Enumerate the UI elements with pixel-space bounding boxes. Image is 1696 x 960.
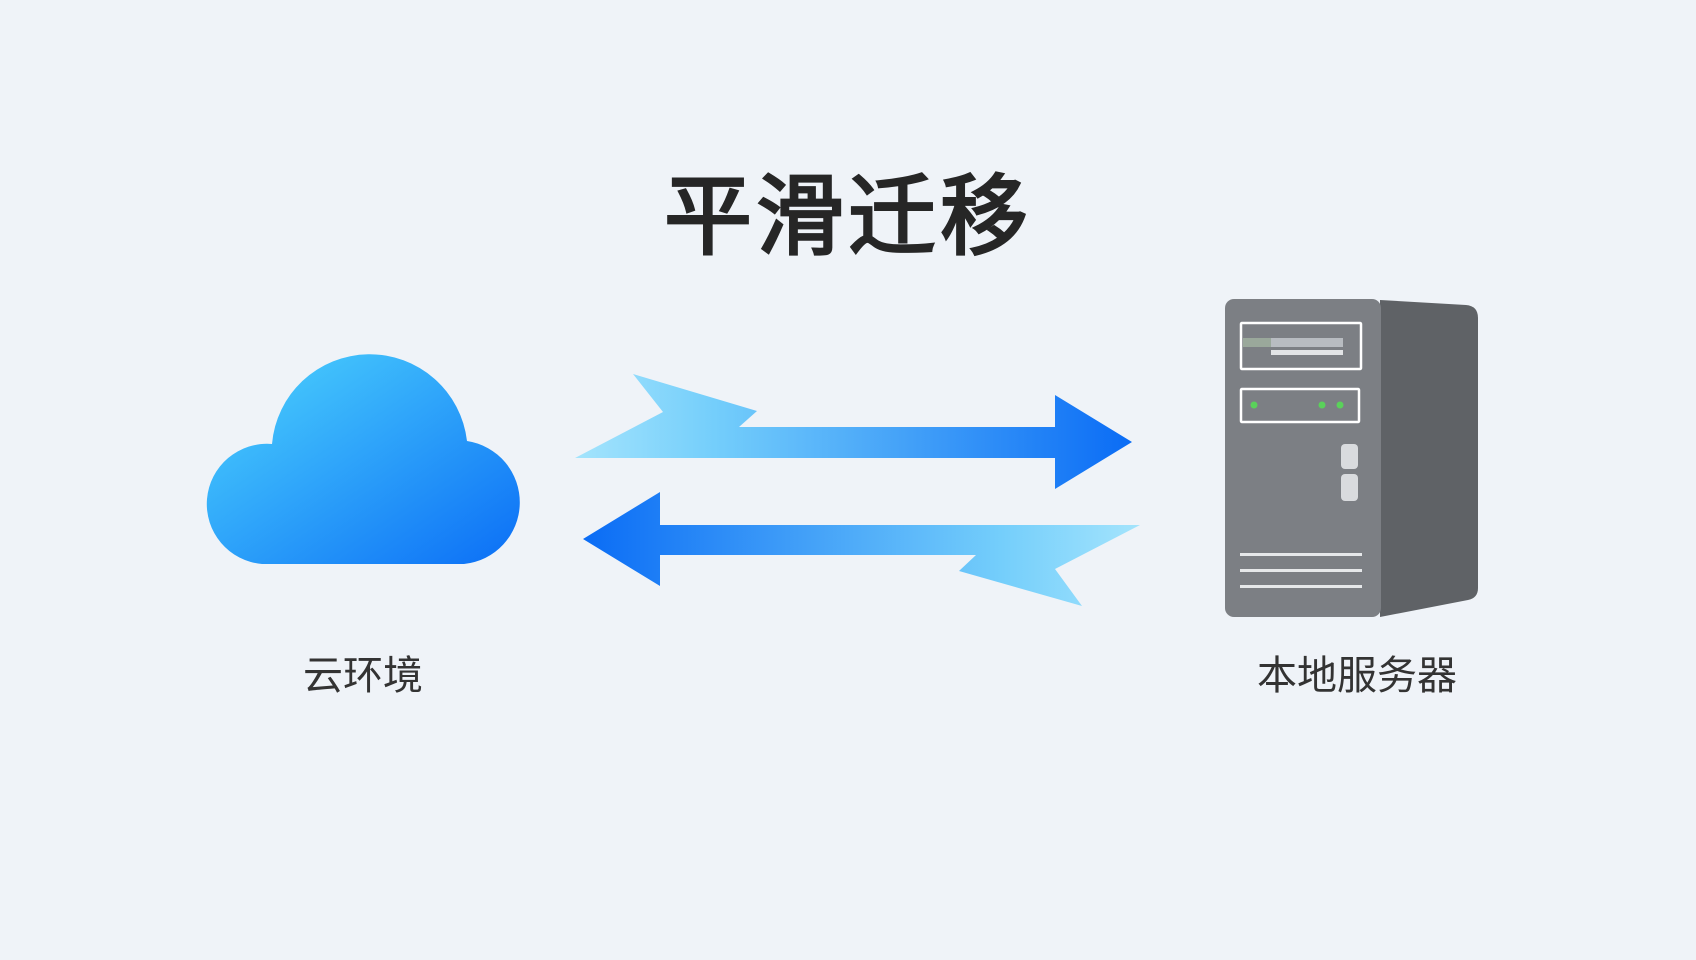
power-button-icon: [1341, 444, 1358, 469]
cloud-label: 云环境: [303, 653, 423, 699]
power-led-icon: [1250, 401, 1258, 409]
reset-button-icon: [1341, 474, 1358, 501]
diagram-title: 平滑迁移: [663, 165, 1032, 268]
arrow-right-icon: [575, 374, 1132, 489]
cloud-icon: [206, 354, 520, 564]
arrow-left-icon: [583, 492, 1140, 606]
server-tower-icon: [1225, 299, 1478, 617]
server-label: 本地服务器: [1257, 653, 1457, 699]
status-led-icon: [1318, 401, 1326, 409]
activity-led-icon: [1336, 401, 1344, 409]
